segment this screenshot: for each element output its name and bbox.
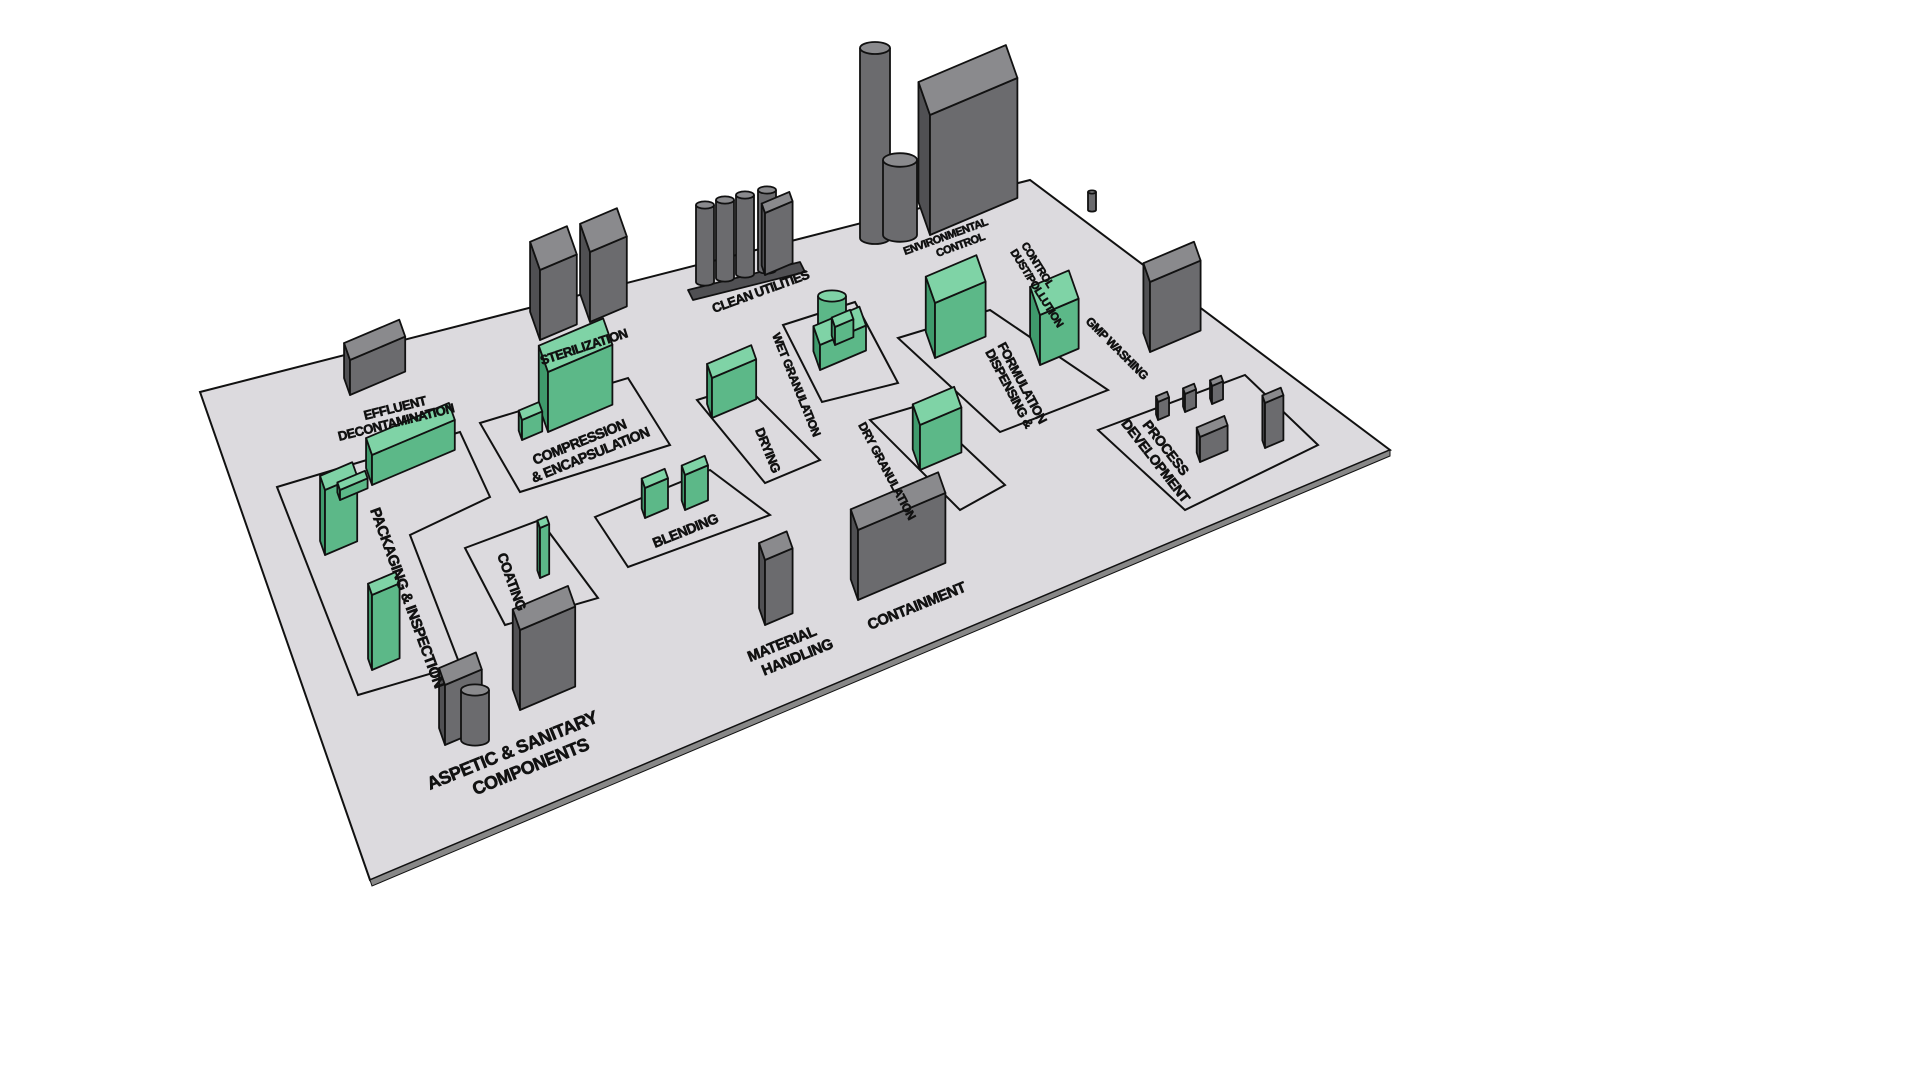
coating-pan-top xyxy=(536,515,551,529)
zone-packaging xyxy=(275,430,492,697)
dry-granulator-top xyxy=(911,385,963,426)
pd-unit-top xyxy=(1182,382,1197,395)
sterilizer-2-top xyxy=(579,207,628,253)
scrubber-column xyxy=(882,152,918,243)
containment-isolator-top xyxy=(849,471,947,531)
material-handler-top xyxy=(758,530,794,561)
utility-tank xyxy=(735,190,755,279)
aseptic-autoclave-top xyxy=(511,585,577,631)
blender-1-top xyxy=(640,467,669,489)
packaging-line-top-top xyxy=(365,402,456,456)
gmp-washer-top xyxy=(1142,240,1202,283)
utility-tank xyxy=(695,200,715,287)
floor xyxy=(198,178,1392,887)
material-handler-front xyxy=(764,547,794,626)
sterilizer-1-top xyxy=(529,225,578,271)
utility-cabinet-top xyxy=(760,190,794,214)
ahu-unit-top xyxy=(917,44,1019,116)
compression-feeder-top xyxy=(517,401,544,421)
pd-unit-top xyxy=(1209,374,1224,387)
dispensing-booth-top xyxy=(924,254,987,304)
packaging-conveyor-top xyxy=(336,469,369,491)
effluent-unit-top xyxy=(343,318,407,361)
zone-blending xyxy=(593,468,773,569)
aseptic-tank xyxy=(460,683,490,747)
pd-frame-top xyxy=(1195,414,1229,438)
pd-column-front xyxy=(1264,394,1285,449)
utility-cabinet-front xyxy=(764,200,794,276)
vent-post xyxy=(1087,189,1097,213)
granulator-head-top xyxy=(830,308,855,328)
utility-tank xyxy=(715,195,735,283)
aseptic-cabinet-top xyxy=(438,651,483,686)
blender-2-top xyxy=(680,454,709,476)
dryer-top xyxy=(706,344,758,379)
pd-column-top xyxy=(1261,386,1285,404)
equipment xyxy=(319,41,1285,747)
dust-collector-top xyxy=(1029,269,1080,316)
zone-coating xyxy=(463,518,600,627)
packaging-line-bottom-front xyxy=(371,582,401,671)
coating-pan-front xyxy=(539,523,551,579)
pd-unit-top xyxy=(1155,390,1170,403)
compression-machine-top xyxy=(537,317,614,373)
packaging-line-bottom-top xyxy=(367,571,401,596)
